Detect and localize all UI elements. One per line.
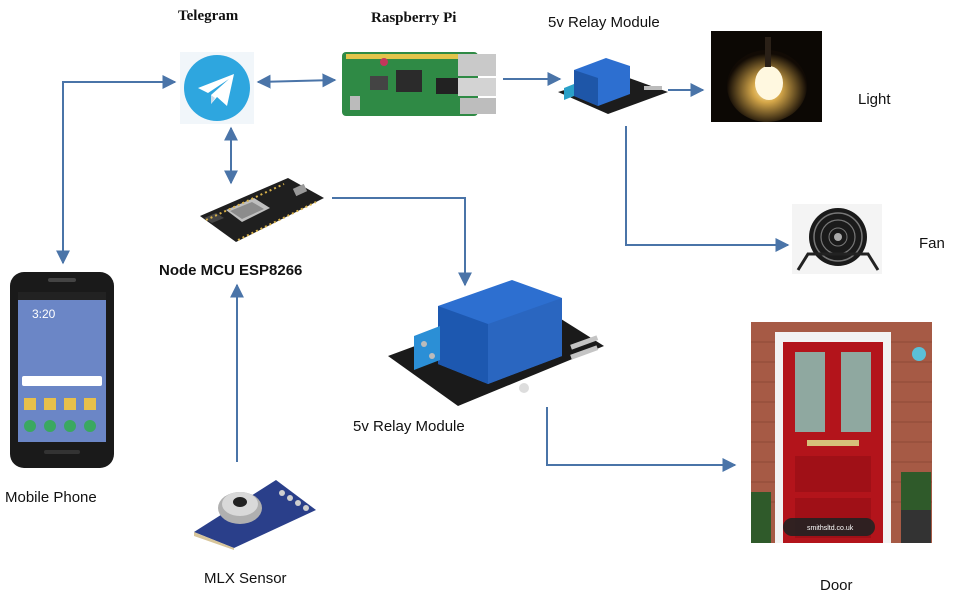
arrow-relay-door [546, 407, 737, 472]
light-label: Light [858, 91, 891, 108]
mlx-node [190, 470, 320, 550]
raspberry-pi-board [342, 52, 496, 116]
mlx-label: MLX Sensor [204, 570, 287, 587]
fan-node [792, 204, 882, 274]
desk-fan-photo [792, 204, 882, 274]
door-photo: smithsltd.co.uk [751, 322, 932, 543]
node-mcu-node [196, 172, 328, 248]
door-watermark: smithsltd.co.uk [807, 525, 854, 532]
arrow-nodemcu-relay [332, 197, 472, 287]
telegram-node [180, 52, 254, 124]
arrow-relay-fan [625, 126, 790, 252]
telegram-icon [180, 52, 254, 124]
mobile-node: 3:20 [8, 270, 116, 470]
door-label: Door [820, 577, 853, 594]
node-mcu-label: Node MCU ESP8266 [159, 262, 303, 279]
raspberry-pi-node [340, 48, 500, 118]
arrow-mobile-telegram [56, 75, 177, 265]
smartphone-photo: 3:20 [10, 272, 114, 468]
relay-module-mid [388, 280, 604, 406]
fan-label: Fan [919, 235, 945, 252]
esp8266-board [200, 178, 324, 242]
light-bulb-photo [711, 31, 822, 122]
relay-mid-label: 5v Relay Module [353, 418, 465, 435]
mlx-sensor-board [194, 480, 316, 550]
raspberry-pi-label: Raspberry Pi [371, 10, 457, 26]
light-node [711, 31, 822, 122]
door-node: smithsltd.co.uk [751, 322, 932, 543]
telegram-label: Telegram [178, 8, 239, 24]
relay-mid-node [384, 278, 610, 410]
relay-module-top [558, 58, 668, 114]
relay-top-node [556, 54, 670, 118]
phone-time: 3:20 [32, 307, 56, 321]
arrow-telegram-raspberrypi [256, 73, 337, 89]
relay-top-label: 5v Relay Module [548, 14, 660, 31]
mobile-label: Mobile Phone [5, 489, 97, 506]
